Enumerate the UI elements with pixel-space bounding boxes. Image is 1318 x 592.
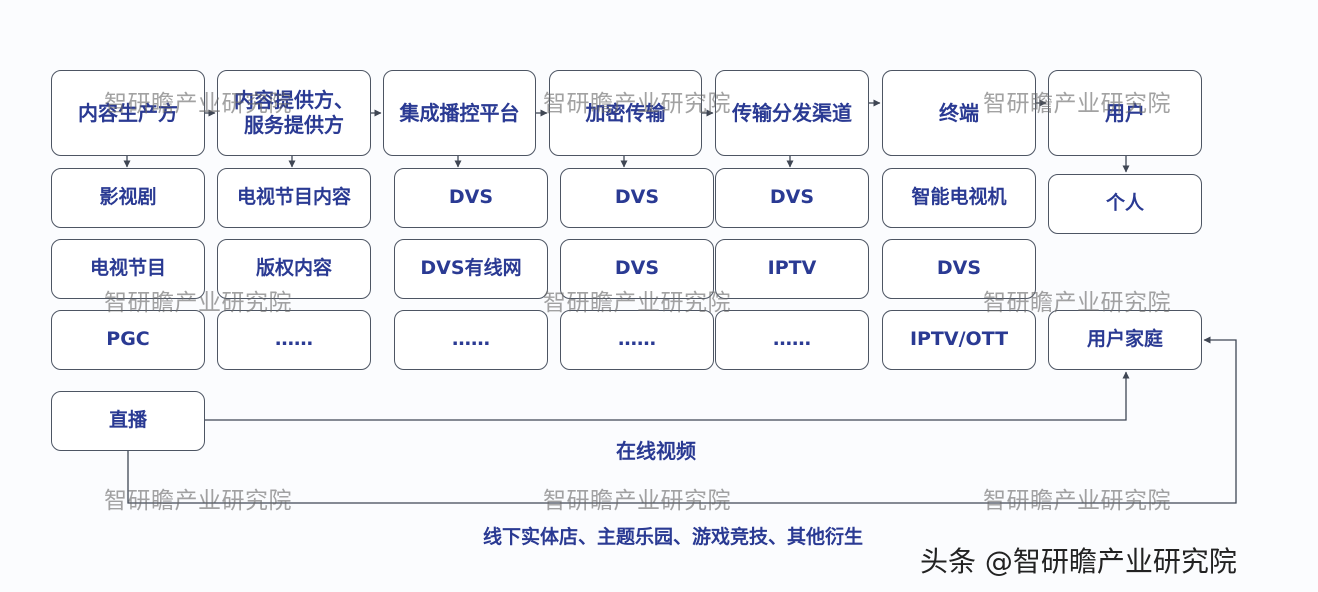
node-encryption-more: …… [560, 310, 714, 370]
node-tv-program: 电视节目 [51, 239, 205, 299]
node-content-service-provider: 内容提供方、服务提供方 [217, 70, 371, 156]
watermark: 智研瞻产业研究院 [104, 488, 292, 514]
watermark: 智研瞻产业研究院 [983, 91, 1171, 117]
node-platform-more: …… [394, 310, 548, 370]
node-encryption-dvs-2: DVS [560, 239, 714, 299]
node-distribution-channel: 传输分发渠道 [715, 70, 869, 156]
online-video-label: 在线视频 [616, 439, 696, 463]
offline-derivatives-label: 线下实体店、主题乐园、游戏竞技、其他衍生 [483, 526, 864, 548]
watermark: 智研瞻产业研究院 [543, 488, 731, 514]
watermark: 智研瞻产业研究院 [104, 91, 292, 117]
node-smart-tv: 智能电视机 [882, 168, 1036, 228]
node-encrypted-transmission: 加密传输 [549, 70, 702, 156]
node-copyright-content: 版权内容 [217, 239, 371, 299]
node-content-producer: 内容生产方 [51, 70, 205, 156]
watermark: 智研瞻产业研究院 [104, 290, 292, 316]
node-live-broadcast: 直播 [51, 391, 205, 451]
node-provider-more: …… [217, 310, 371, 370]
node-iptv-ott: IPTV/OTT [882, 310, 1036, 370]
offline-flow-line [127, 336, 1237, 504]
watermark: 智研瞻产业研究院 [983, 290, 1171, 316]
node-encryption-dvs-1: DVS [560, 168, 714, 228]
node-film-tv-drama: 影视剧 [51, 168, 205, 228]
source-credit: 头条 @智研瞻产业研究院 [920, 545, 1237, 578]
node-channel-iptv: IPTV [715, 239, 869, 299]
node-channel-more: …… [715, 310, 869, 370]
node-pgc: PGC [51, 310, 205, 370]
node-terminal: 终端 [882, 70, 1036, 156]
node-individual: 个人 [1048, 174, 1202, 234]
node-dvs-cable-network: DVS有线网 [394, 239, 548, 299]
node-terminal-dvs: DVS [882, 239, 1036, 299]
watermark: 智研瞻产业研究院 [983, 488, 1171, 514]
node-user: 用户 [1048, 70, 1202, 156]
node-platform-dvs: DVS [394, 168, 548, 228]
watermark: 智研瞻产业研究院 [543, 91, 731, 117]
node-tv-program-content: 电视节目内容 [217, 168, 371, 228]
watermark: 智研瞻产业研究院 [543, 290, 731, 316]
online-video-flow-line [205, 371, 1130, 421]
node-broadcast-control-platform: 集成播控平台 [383, 70, 536, 156]
node-household: 用户家庭 [1048, 310, 1202, 370]
node-channel-dvs: DVS [715, 168, 869, 228]
